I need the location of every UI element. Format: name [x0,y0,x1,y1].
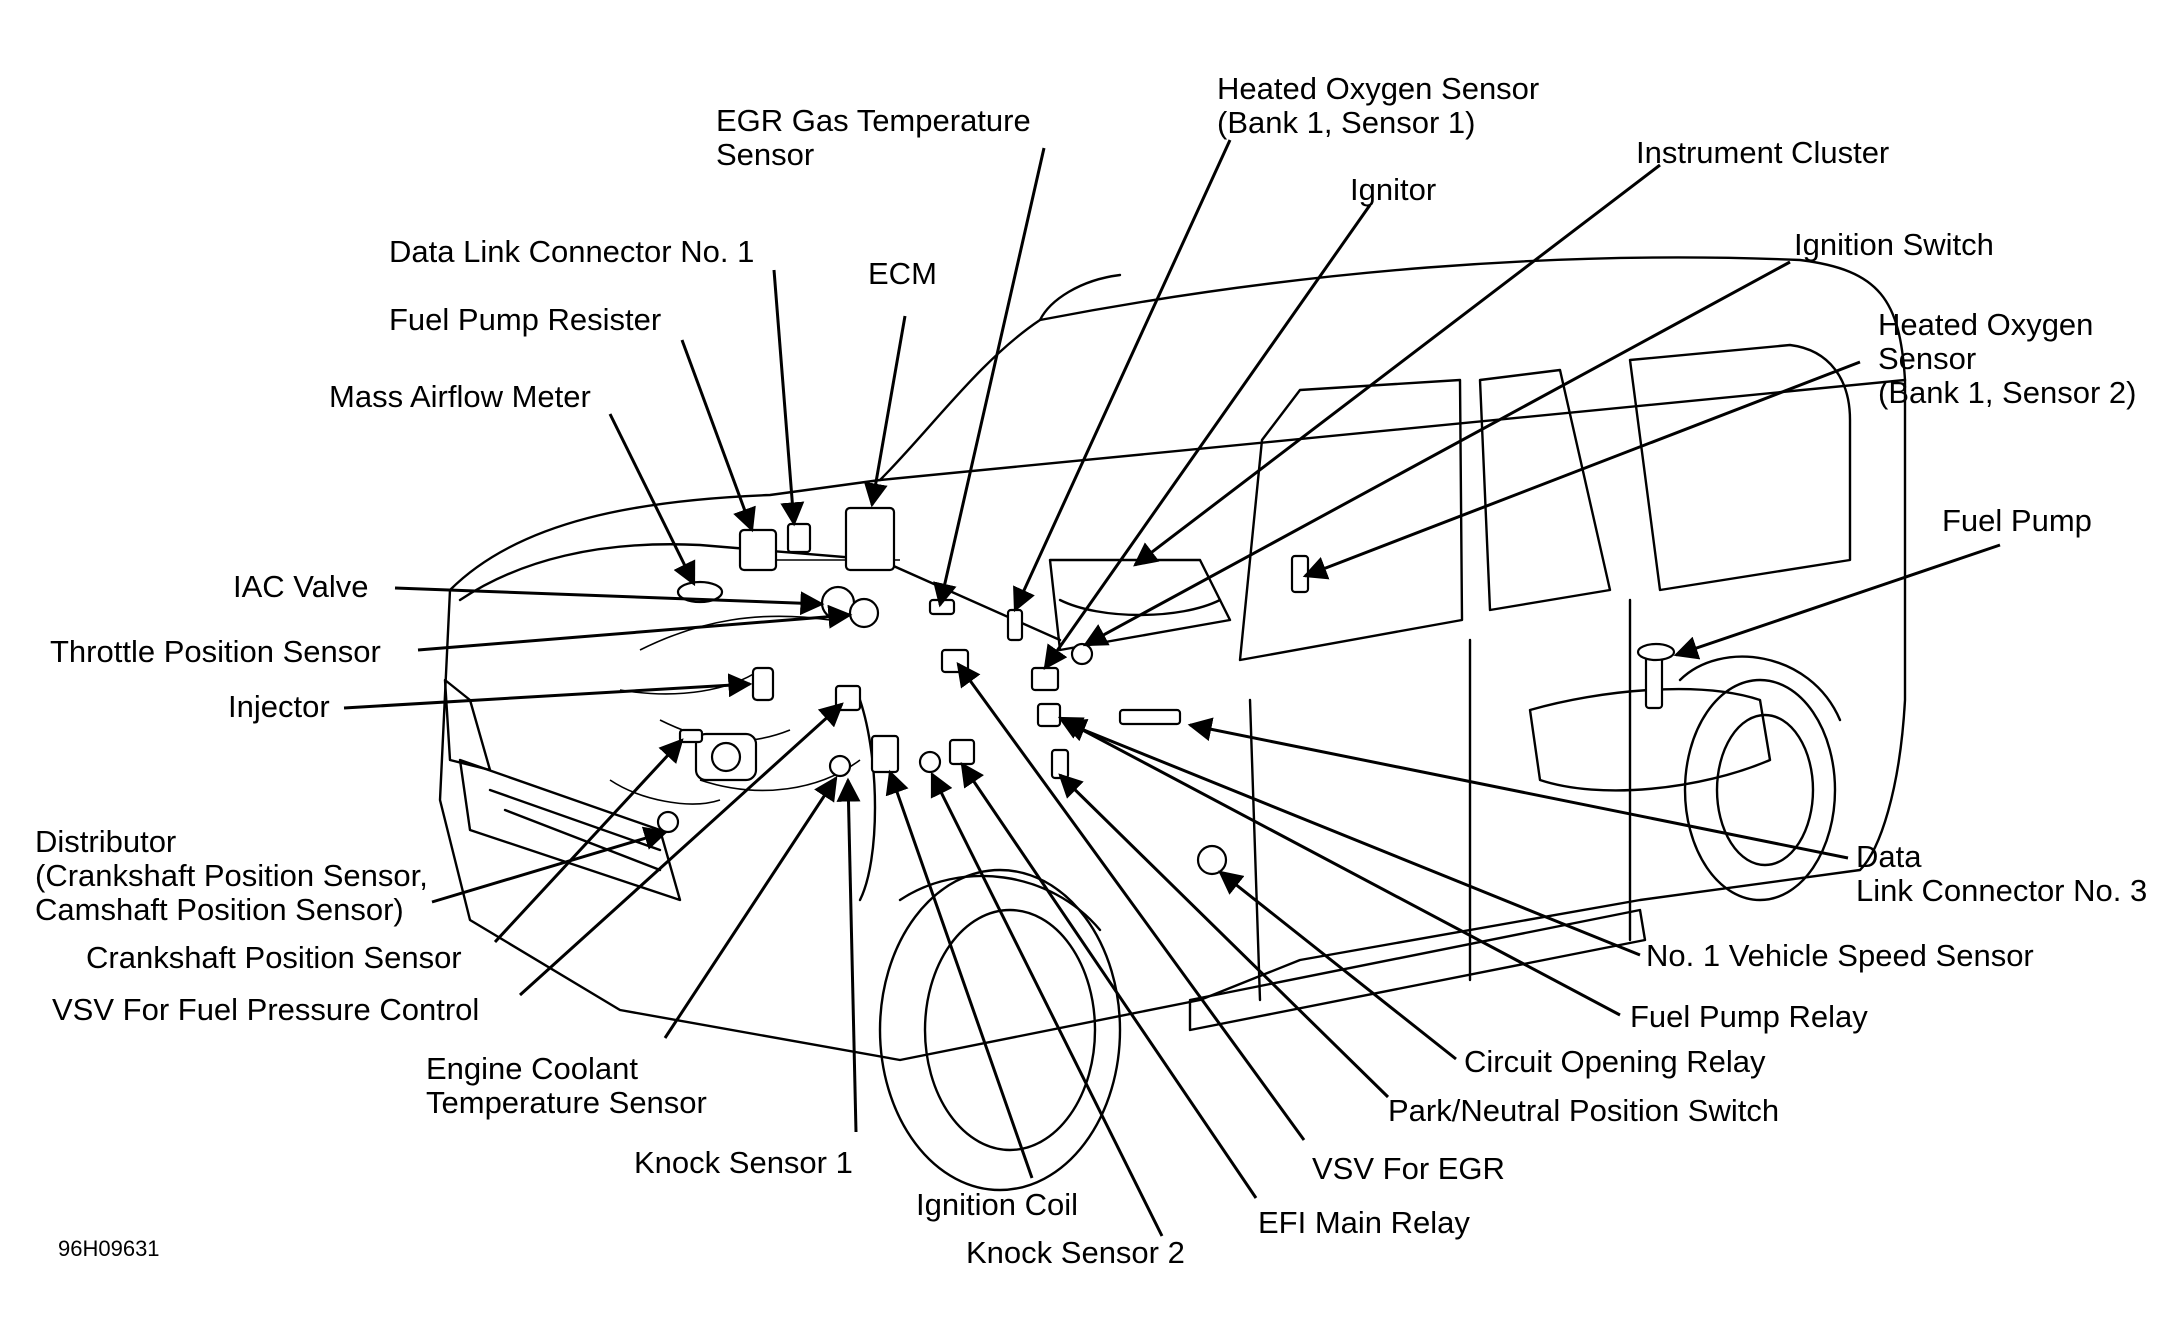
leader-park-neutral-position-switch [1058,773,1390,1099]
label-mass-airflow-meter: Mass Airflow Meter [329,379,591,414]
leader-circuit-opening-relay [1218,870,1457,1061]
label-ecm: ECM [868,256,937,291]
crank-sensor-unit [656,810,680,834]
leader-fuel-pump [1673,543,2001,660]
ignition-coil-unit [870,734,900,774]
label-fuel-pump-resister: Fuel Pump Resister [389,302,662,337]
label-no1-vehicle-speed-sensor: No. 1 Vehicle Speed Sensor [1646,938,2034,973]
leader-mass-airflow-meter [608,413,696,587]
leader-knock-sensor-1 [836,777,861,1133]
ecm-temp-sensor-unit [828,754,852,778]
leader-lines [343,139,2001,1237]
leader-vsv-fuel-pressure-control [518,702,844,997]
leader-throttle-position-sensor [417,604,853,652]
leader-fuel-pump-resister [680,339,756,533]
leader-vsv-for-egr [956,662,1306,1141]
leader-iac-valve [394,586,825,616]
label-data-link-connector-1: Data Link Connector No. 1 [389,234,755,269]
vsv-egr-unit [940,648,970,674]
fuel-pump-resister-unit [738,528,778,572]
crankshaft-sensor-unit [678,728,704,744]
ignition-switch-unit [1070,642,1094,666]
label-injector: Injector [228,689,330,724]
label-crankshaft-position-sensor: Crankshaft Position Sensor [86,940,462,975]
leader-injector [343,673,753,710]
vehicle-body-outline [438,256,1907,1192]
leader-ignitor [1043,204,1372,670]
label-iac-valve: IAC Valve [233,569,369,604]
leader-crankshaft-position-sensor [493,738,684,944]
mass-airflow-meter-unit [676,580,724,604]
label-heated-oxygen-sensor-b1s1: Heated Oxygen Sensor(Bank 1, Sensor 1) [1217,71,1540,140]
label-park-neutral-position-switch: Park/Neutral Position Switch [1388,1093,1780,1128]
label-vsv-fuel-pressure-control: VSV For Fuel Pressure Control [52,992,480,1027]
component-parts [656,506,1676,876]
leader-ignition-switch [1082,260,1791,647]
distributor-cap [710,741,742,773]
label-ignitor: Ignitor [1350,172,1437,207]
label-vsv-for-egr: VSV For EGR [1312,1151,1505,1186]
label-fuel-pump-relay: Fuel Pump Relay [1630,999,1868,1034]
label-efi-main-relay: EFI Main Relay [1258,1205,1470,1240]
leader-distributor [431,826,669,904]
ecm-unit [844,506,896,572]
label-ignition-switch: Ignition Switch [1794,227,1994,262]
leader-ignition-coil [885,769,1034,1179]
rear-wheel [1678,655,1842,902]
efi-main-relay-unit [948,738,976,766]
fuel-pump-relay-unit [1036,702,1062,728]
dlc1-unit [786,522,812,554]
label-knock-sensor-2: Knock Sensor 2 [966,1235,1185,1270]
front-wheel [878,868,1122,1192]
oxygen-sensor-1-unit [1006,608,1024,642]
injector-unit [751,666,775,702]
label-throttle-position-sensor: Throttle Position Sensor [50,634,381,669]
leader-data-link-connector-1 [772,269,805,527]
label-knock-sensor-1: Knock Sensor 1 [634,1145,853,1180]
leader-ecm [863,315,907,508]
leader-no1-vehicle-speed-sensor [1061,718,1641,957]
label-fuel-pump: Fuel Pump [1942,503,2092,538]
label-distributor: Distributor(Crankshaft Position Sensor,C… [35,824,428,927]
leader-heated-oxygen-sensor-b1s2 [1302,360,1861,580]
throttle-body-unit [848,597,880,629]
figure-id: 96H09631 [58,1236,160,1261]
park-neutral-switch-unit [1050,748,1070,780]
leader-engine-coolant-temperature-sensor [663,775,838,1039]
label-ignition-coil: Ignition Coil [916,1187,1078,1222]
circuit-opening-relay-unit [1196,844,1228,876]
leader-data-link-connector-3 [1187,717,1849,860]
knock-sensor-2-unit [918,750,942,774]
leader-efi-main-relay [960,762,1258,1199]
fuel-pump-cap [1636,642,1676,662]
dlc3-unit [1118,708,1182,726]
leader-instrument-cluster [1133,163,1661,567]
oxygen-sensor-2-unit [1290,554,1310,594]
fuel-tank [1528,687,1772,792]
label-instrument-cluster: Instrument Cluster [1636,135,1890,170]
leader-fuel-pump-relay [1057,716,1621,1017]
leader-heated-oxygen-sensor-b1s1 [1013,139,1232,613]
ignitor-unit [1030,666,1060,692]
leader-egr-gas-temperature-sensor [933,147,1046,608]
leader-knock-sensor-2 [930,771,1164,1237]
label-circuit-opening-relay: Circuit Opening Relay [1464,1044,1766,1079]
